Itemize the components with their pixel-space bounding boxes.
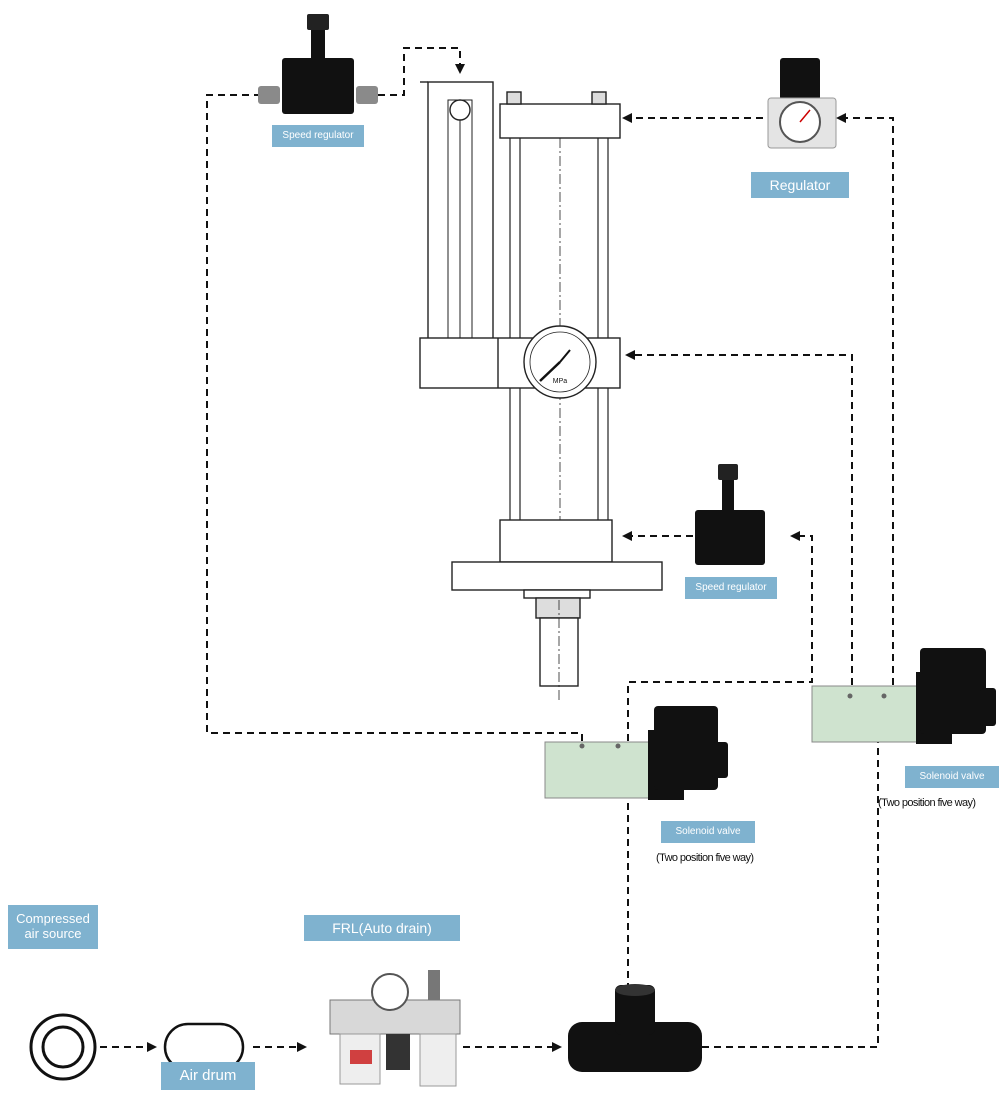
- speed-regulator-mid-icon: [695, 464, 765, 565]
- regulator-icon: [768, 58, 836, 148]
- frl-label: FRL(Auto drain): [304, 915, 460, 941]
- compressed-air-source-icon: [31, 1015, 95, 1079]
- frl-icon: [330, 970, 460, 1086]
- solenoid-valve-left-icon: [545, 706, 728, 800]
- cylinder-drawing: [420, 82, 662, 700]
- solenoid-valve-right-icon: [812, 648, 996, 744]
- compressed-air-source-label: Compressed air source: [8, 905, 98, 949]
- cylinder-flange: [452, 562, 662, 590]
- speed-regulator-mid-label: Speed regulator: [685, 577, 777, 599]
- line-right-valve-to-regulator: [838, 118, 893, 685]
- solenoid-valve-left-note: (Two position five way): [656, 852, 753, 864]
- solenoid-valve-right-note: (Two position five way): [878, 797, 975, 809]
- solenoid-valve-right-label: Solenoid valve: [905, 766, 999, 788]
- speed-regulator-top-icon: [258, 14, 378, 114]
- line-left-valve-to-top-regulator: [207, 95, 582, 765]
- cylinder-bottom-block: [500, 520, 612, 562]
- gauge-unit-text: MPa: [553, 378, 568, 385]
- line-tee-to-right-valve: [702, 722, 878, 1047]
- speed-regulator-top-label: Speed regulator: [272, 125, 364, 147]
- solenoid-valve-left-label: Solenoid valve: [661, 821, 755, 843]
- line-top-regulator-to-cylinder: [378, 48, 460, 95]
- regulator-label: Regulator: [751, 172, 849, 198]
- air-drum-label: Air drum: [161, 1062, 255, 1090]
- cylinder-top-block: [500, 104, 620, 138]
- tee-fitting-icon: [568, 984, 702, 1072]
